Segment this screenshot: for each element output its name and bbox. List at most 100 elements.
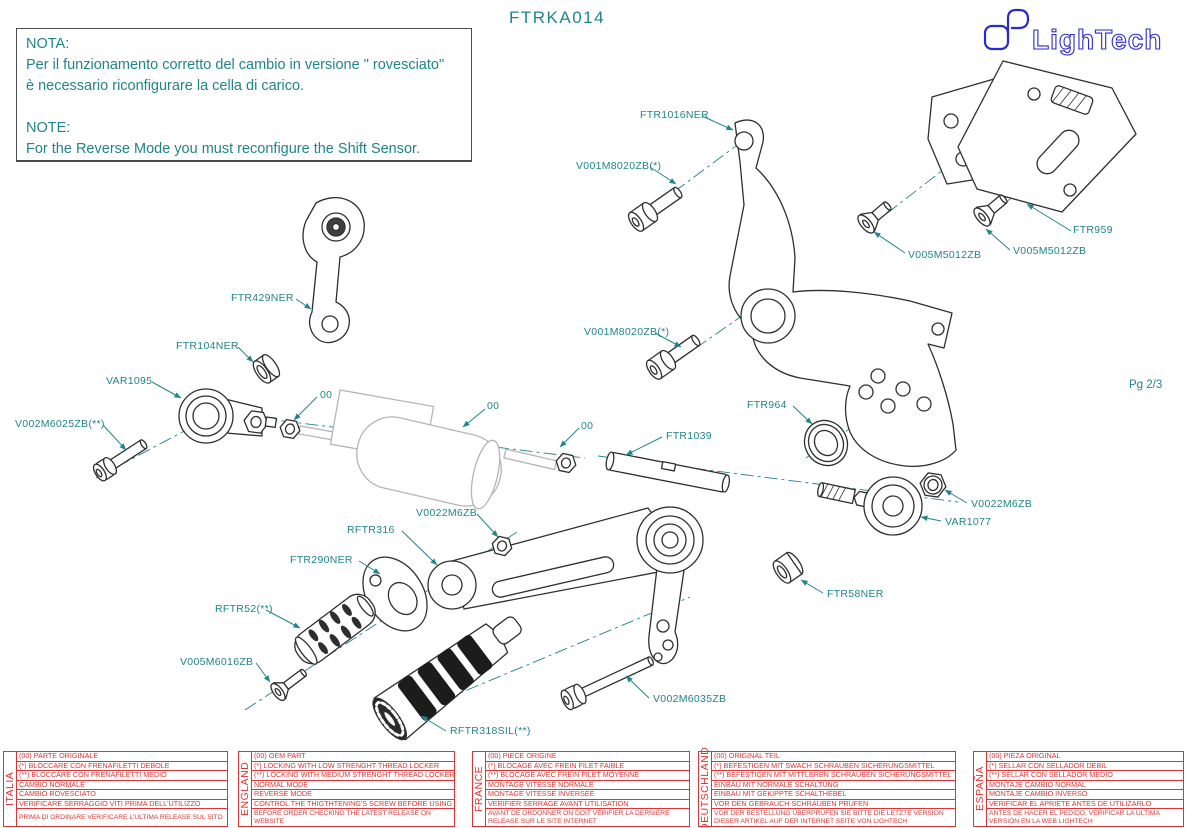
legend-rows: (00) PIECE ORIGINE(*) BLOCAGE AVEC FREIN… <box>485 751 690 827</box>
leader-line <box>401 530 438 566</box>
part-ftr1016ner <box>728 119 957 468</box>
leader-line <box>920 515 942 522</box>
leader-line <box>102 424 127 451</box>
part-v002m6025zb <box>92 439 148 482</box>
legend-country-label: ITALIA <box>3 751 17 827</box>
logo-wordmark: LighTech <box>1032 24 1162 55</box>
note-gap <box>26 97 462 118</box>
part-ftr104ner <box>252 354 281 384</box>
legend-country-label: DEUTSCHLAND <box>698 746 712 828</box>
part-ftr1039 <box>605 451 731 493</box>
leader-line <box>559 427 580 448</box>
part-label-ftr104ner: FTR104NER <box>176 340 239 352</box>
legend-row: AVANT DE ORDONNER ON DOIT VÉRIFIER LA DE… <box>485 808 690 827</box>
legend-table-italia: ITALIA(00) PARTE ORIGINALE(*) BLOCCARE C… <box>3 751 228 827</box>
part-label-ftr1016ner: FTR1016NER <box>640 109 709 121</box>
part-label-ftr58ner: FTR58NER <box>827 588 884 600</box>
leader-line <box>873 231 906 254</box>
part-label-v0022m6zb: V0022M6ZB <box>971 498 1033 510</box>
part-v0022m6zb-b <box>919 472 947 498</box>
legend-country-label: ESPAÑA <box>973 751 987 827</box>
part-v002m6035zb <box>560 656 654 711</box>
part-label-00: 00 <box>487 400 500 412</box>
leader-line <box>462 408 486 428</box>
leader-line <box>420 715 447 732</box>
part-ftr58ner <box>772 551 804 584</box>
leader-line <box>265 609 301 629</box>
leader-line <box>985 228 1011 251</box>
lightech-logo: LighTech <box>982 6 1180 60</box>
part-rftr52 <box>294 593 376 665</box>
nota-label: NOTA: <box>26 36 70 52</box>
lightech-logo-mark: LighTech <box>983 8 1162 56</box>
leader-line <box>255 662 271 683</box>
legend-table-france: FRANCE(00) PIECE ORIGINE(*) BLOCAGE AVEC… <box>472 751 690 827</box>
page-number: Pg 2/3 <box>1129 379 1163 391</box>
legend-table-espaa: ESPAÑA(00) PIEZA ORIGINAL(*) SELLAR CON … <box>973 751 1184 827</box>
part-label-v0022m6zb: V0022M6ZB <box>416 507 478 519</box>
leader-line <box>625 436 663 456</box>
legend-table-england: ENGLAND(00) OEM PART(*) LOCKING WITH LOW… <box>238 751 455 827</box>
parts <box>92 60 1137 741</box>
note-label: NOTE: <box>26 120 71 136</box>
nota-body-line1: Per il funzionamento corretto del cambio… <box>26 57 445 73</box>
leader-line <box>800 579 824 594</box>
part-ftr429ner <box>302 197 365 344</box>
legend-row: PRIMA DI ORDINARE VERIFICARE L'ULTIMA RE… <box>16 808 228 827</box>
legend-rows: (00) OEM PART(*) LOCKING WITH LOW STRENG… <box>251 751 455 827</box>
leader-line <box>701 115 734 131</box>
part-v001m8020zb-b <box>645 334 701 380</box>
part-label-v001m8020zb: V001M8020ZB(*) <box>584 326 670 338</box>
leader-line <box>237 346 254 363</box>
part-v005m5012zb-a <box>857 201 892 234</box>
leader-line <box>151 381 182 399</box>
part-label-ftr290ner: FTR290NER <box>290 554 353 566</box>
legend-row: VOR DER BESTELLUNG ÜBERPRÜFEN SIE BITTE … <box>711 808 956 827</box>
part-nut-00-left <box>279 418 301 440</box>
part-label-00: 00 <box>320 389 333 401</box>
leader-line <box>358 560 381 575</box>
part-label-rftr52: RFTR52(**) <box>215 603 273 615</box>
leader-line <box>792 405 813 425</box>
legend-rows: (00) PARTE ORIGINALE(*) BLOCCARE CON FRE… <box>16 751 228 827</box>
part-ftr959 <box>927 60 1137 213</box>
part-label-ftr964: FTR964 <box>747 399 787 411</box>
part-shift-sensor <box>297 389 558 510</box>
leader-line <box>654 332 682 348</box>
part-label-v002m6025zb: V002M6025ZB(**) <box>15 418 105 430</box>
part-label-ftr1039: FTR1039 <box>666 430 712 442</box>
part-label-v001m8020zb: V001M8020ZB(*) <box>576 160 662 172</box>
part-label-var1077: VAR1077 <box>945 516 992 528</box>
part-label-00: 00 <box>581 420 594 432</box>
leader-line <box>476 513 499 538</box>
part-var1077 <box>817 476 923 536</box>
part-var1095 <box>178 388 278 444</box>
part-ftr964 <box>803 419 849 467</box>
leader-lines <box>102 115 1072 732</box>
part-v005m6016zb <box>270 668 308 702</box>
part-rftr318sil <box>372 616 522 741</box>
part-label-rftr316: RFTR316 <box>347 524 395 536</box>
part-nut-00-right <box>555 452 577 474</box>
part-v005m5012zb-b <box>973 194 1008 227</box>
legend-rows: (00) ORIGINAL TEIL(*) BEFESTIGEN MIT SWA… <box>711 751 956 827</box>
part-v0022m6zb-a <box>491 535 513 557</box>
note-body: For the Reverse Mode you must reconfigur… <box>26 141 421 157</box>
leader-line <box>293 396 318 421</box>
part-label-v005m5012zb: V005M5012ZB <box>1013 245 1087 257</box>
part-ftr290ner <box>362 556 428 632</box>
part-v001m8020zb-a <box>627 186 683 232</box>
legend-row: BEFORE ORDER CHECKING THE LATEST RELEASE… <box>251 808 455 827</box>
legend-table-deutschland: DEUTSCHLAND(00) ORIGINAL TEIL(*) BEFESTI… <box>698 746 956 828</box>
part-label-v002m6035zb: V002M6035ZB <box>653 693 727 705</box>
part-label-v005m6016zb: V005M6016ZB <box>180 656 254 668</box>
legend-rows: (00) PIEZA ORIGINAL(*) SELLAR CON SELLAD… <box>986 751 1184 827</box>
part-label-v005m5012zb: V005M5012ZB <box>908 249 982 261</box>
part-label-ftr429ner: FTR429NER <box>231 292 294 304</box>
part-label-ftr959: FTR959 <box>1073 224 1113 236</box>
leader-line <box>649 166 677 185</box>
nota-body-line2: è necessario riconfigurare la cella di c… <box>26 78 305 94</box>
part-rftr316 <box>427 506 704 665</box>
